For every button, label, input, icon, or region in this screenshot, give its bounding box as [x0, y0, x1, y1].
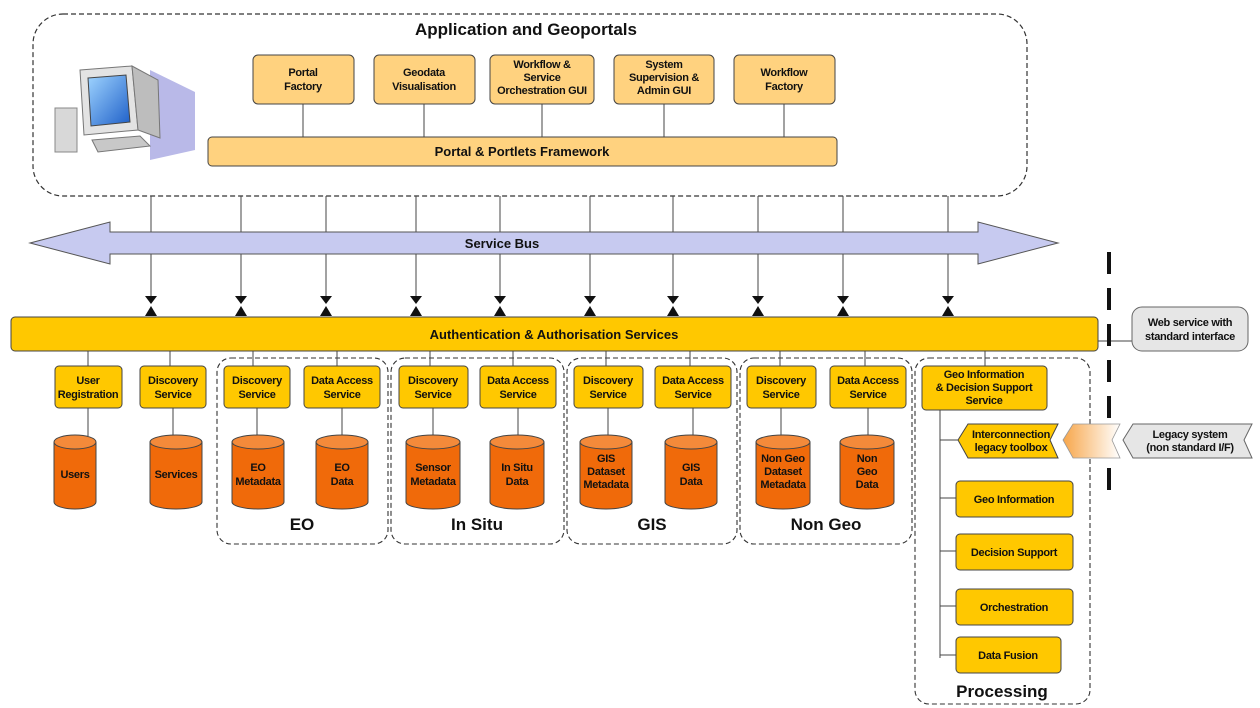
- web-service-box: [1131, 306, 1249, 352]
- svg-text:Data Fusion: Data Fusion: [978, 650, 1038, 662]
- legacy-link-arrow: [1062, 423, 1121, 459]
- legacy-system-box: [1122, 423, 1253, 459]
- bus-sockets: [145, 296, 954, 316]
- svg-text:Users: Users: [60, 469, 89, 481]
- processing-data-fusion-box: Data Fusion: [955, 636, 1062, 674]
- portal-connectors: [302, 104, 785, 137]
- eo-group-label: EO: [290, 515, 315, 534]
- svg-text:Legacy system(non standard I/F: Legacy system(non standard I/F): [1146, 429, 1234, 454]
- service-bus-arrow: [28, 221, 1060, 265]
- non-geo-group-label: Non Geo: [791, 515, 862, 534]
- in-situ-group: [390, 357, 565, 545]
- geoportals-container: [32, 13, 1028, 197]
- auth-connectors: [87, 351, 986, 366]
- processing-group-label: Processing: [956, 682, 1048, 701]
- gis-group-label: GIS: [637, 515, 666, 534]
- processing-geo-information-box: Geo Information: [955, 480, 1074, 518]
- portal-framework-label: Portal & Portlets Framework: [435, 144, 611, 159]
- computer-icon: [54, 65, 195, 160]
- db-connectors: [87, 408, 869, 436]
- svg-text:Services: Services: [155, 469, 198, 481]
- eo-group: [216, 357, 389, 545]
- processing-decision-support-box: Decision Support: [955, 533, 1074, 571]
- svg-text:Decision Support: Decision Support: [971, 547, 1058, 559]
- auth-services-bar: [10, 316, 1099, 352]
- processing-tree-lines: [939, 410, 958, 658]
- processing-orchestration-box: Orchestration: [955, 588, 1074, 626]
- geoportals-title: Application and Geoportals: [415, 20, 637, 39]
- service-bus-label: Service Bus: [465, 236, 539, 251]
- interconnection-legacy-toolbox: [957, 423, 1059, 459]
- non-geo-group: [739, 357, 913, 545]
- services-database: Services: [149, 434, 203, 510]
- gis-group: [566, 357, 738, 545]
- users-database: Users: [53, 434, 97, 510]
- auth-services-label: Authentication & Authorisation Services: [430, 327, 679, 342]
- svg-text:Orchestration: Orchestration: [980, 602, 1049, 614]
- svg-text:Geo Information: Geo Information: [974, 494, 1055, 506]
- processing-group: [914, 357, 1091, 705]
- in-situ-group-label: In Situ: [451, 515, 503, 534]
- portal-framework-bar: [207, 136, 838, 167]
